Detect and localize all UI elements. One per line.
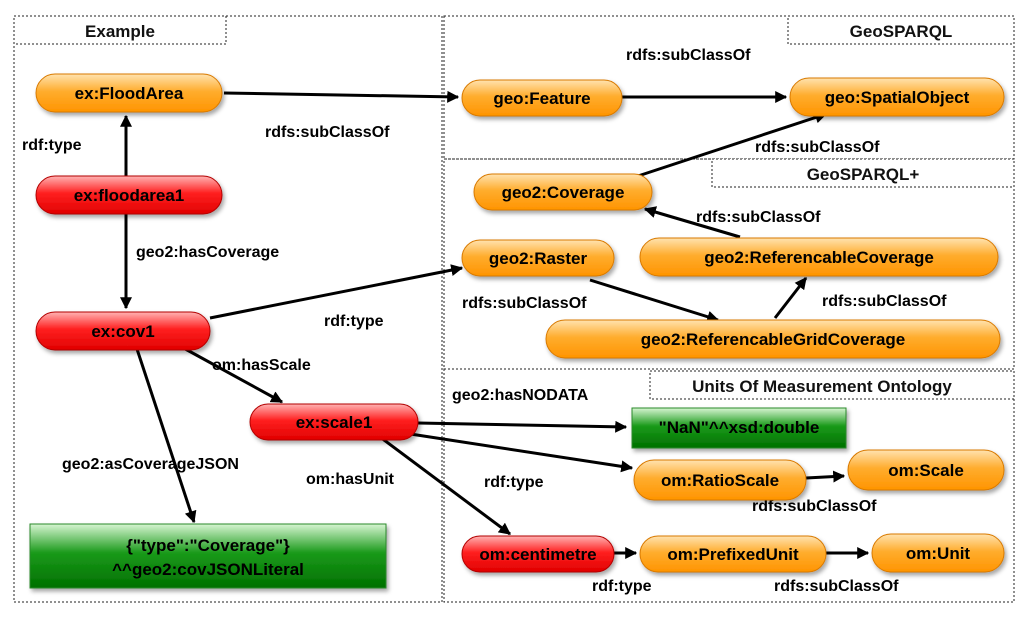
literal-coverage-json-line1: {"type":"Coverage"} [126, 536, 290, 555]
node-om-ratioscale[interactable]: om:RatioScale [633, 459, 807, 501]
geosparql-frame: GeoSPARQL [443, 15, 1015, 160]
label-subclass-raster-refgrid: rdfs:subClassOf [462, 295, 587, 312]
label-subclass-ratioscale-scale: rdfs:subClassOf [752, 498, 877, 515]
node-geo-feature-label: geo:Feature [493, 89, 590, 108]
node-om-prefixedunit-label: om:PrefixedUnit [667, 545, 799, 564]
node-floodarea-class-label: ex:FloodArea [75, 84, 184, 103]
example-section-title: Example [85, 22, 155, 41]
edge-cov1-raster [209, 264, 464, 320]
edges [120, 90, 870, 559]
edge-refgrid-refcov [773, 277, 808, 319]
label-has-coverage: geo2:hasCoverage [136, 244, 279, 261]
edge-cov1-json [134, 345, 197, 524]
node-geo2-refgridcov[interactable]: geo2:ReferencableGridCoverage [545, 319, 1001, 359]
label-has-nodata: geo2:hasNODATA [452, 387, 589, 404]
node-geo-spatialobject-label: geo:SpatialObject [825, 88, 970, 107]
node-geo-spatialobject[interactable]: geo:SpatialObject [789, 77, 1005, 117]
edge-scale1-nan [417, 420, 628, 433]
geosparql-plus-section-title: GeoSPARQL+ [807, 165, 920, 184]
label-as-coverage-json: geo2:asCoverageJSON [62, 456, 239, 473]
node-geo2-raster-label: geo2:Raster [489, 249, 588, 268]
literal-nan[interactable]: "NaN"^^xsd:double [631, 407, 847, 449]
node-om-unit[interactable]: om:Unit [871, 533, 1005, 573]
node-om-prefixedunit[interactable]: om:PrefixedUnit [639, 535, 827, 573]
literal-nan-label: "NaN"^^xsd:double [659, 418, 820, 437]
edge-coverage-spatialobject [637, 111, 828, 178]
node-geo-feature[interactable]: geo:Feature [461, 79, 623, 117]
label-subclass-floodarea-feature: rdfs:subClassOf [265, 124, 390, 141]
node-scale1[interactable]: ex:scale1 [249, 403, 419, 441]
node-centimetre-label: om:centimetre [479, 545, 596, 564]
node-geo2-raster[interactable]: geo2:Raster [461, 239, 615, 277]
label-subclass-prefixedunit-unit: rdfs:subClassOf [774, 578, 899, 595]
label-rdftype-cov1: rdf:type [324, 313, 384, 330]
example-frame: Example [13, 15, 443, 603]
node-centimetre[interactable]: om:centimetre [461, 535, 615, 573]
node-geo2-refcov[interactable]: geo2:ReferencableCoverage [639, 237, 999, 277]
label-subclass-feature-spatial: rdfs:subClassOf [626, 47, 751, 64]
label-subclass-refcov-coverage: rdfs:subClassOf [696, 209, 821, 226]
edge-raster-refgrid [589, 278, 720, 323]
node-geo2-coverage[interactable]: geo2:Coverage [473, 173, 653, 211]
uom-section-title: Units Of Measurement Ontology [692, 377, 952, 396]
label-rdftype-centimetre: rdf:type [592, 578, 652, 595]
node-om-scale[interactable]: om:Scale [847, 449, 1005, 491]
node-scale1-label: ex:scale1 [296, 413, 373, 432]
edge-ratioscale-scale [805, 470, 846, 483]
label-subclass-refgrid-refcov: rdfs:subClassOf [822, 293, 947, 310]
uom-frame: Units Of Measurement Ontology [443, 368, 1015, 603]
edge-scale1-ratioscale [403, 431, 634, 473]
node-cov1-label: ex:cov1 [91, 322, 154, 341]
edge-labels: rdfs:subClassOf rdfs:subClassOf rdfs:sub… [22, 47, 947, 595]
edge-cov1-scale1 [177, 343, 284, 404]
node-om-scale-label: om:Scale [888, 461, 964, 480]
geosparql-section-title: GeoSPARQL [850, 22, 953, 41]
edge-refcov-coverage [643, 206, 741, 239]
node-geo2-refcov-label: geo2:ReferencableCoverage [704, 248, 934, 267]
label-rdftype-floodarea: rdf:type [22, 137, 82, 154]
geosparql-plus-frame: GeoSPARQL+ [443, 158, 1015, 370]
node-geo2-refgridcov-label: geo2:ReferencableGridCoverage [641, 330, 906, 349]
edge-floodarea-feature [223, 90, 460, 103]
node-cov1[interactable]: ex:cov1 [35, 311, 211, 351]
literal-coverage-json-line2: ^^geo2:covJSONLiteral [112, 560, 304, 579]
node-floodarea-class[interactable]: ex:FloodArea [35, 73, 223, 113]
label-has-unit: om:hasUnit [306, 471, 395, 488]
label-rdftype-scale1: rdf:type [484, 474, 544, 491]
node-floodarea1-label: ex:floodarea1 [74, 186, 185, 205]
edge-scale1-centimetre [379, 435, 511, 536]
node-om-unit-label: om:Unit [906, 544, 971, 563]
label-subclass-coverage-spatial: rdfs:subClassOf [755, 139, 880, 156]
literal-coverage-json[interactable]: {"type":"Coverage"} ^^geo2:covJSONLitera… [29, 523, 387, 589]
node-om-ratioscale-label: om:RatioScale [661, 471, 779, 490]
label-has-scale: om:hasScale [212, 357, 311, 374]
node-floodarea1[interactable]: ex:floodarea1 [35, 175, 223, 215]
node-geo2-coverage-label: geo2:Coverage [502, 183, 625, 202]
